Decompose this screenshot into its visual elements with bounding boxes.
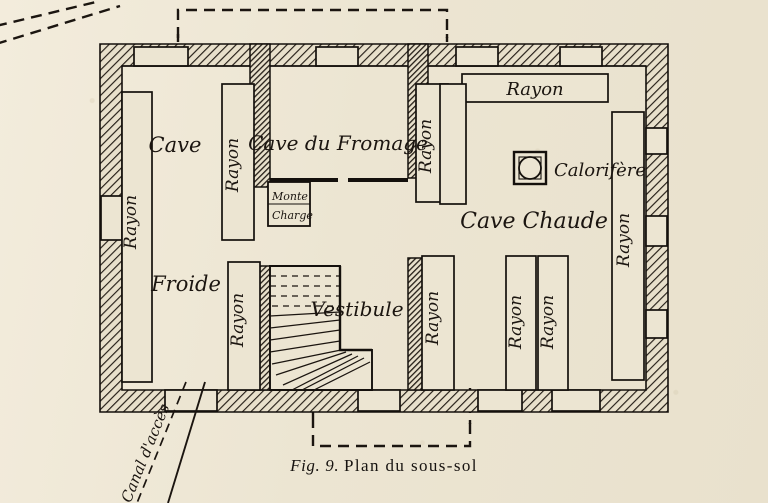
label-rayon-chaude-top: Rayon (505, 79, 563, 100)
opening-right-3 (645, 309, 668, 339)
figure-number: Fig. 9. (290, 456, 340, 475)
label-rayon-island-right: Rayon (538, 295, 558, 350)
figure-caption-text: Plan du sous-sol (344, 456, 478, 475)
opening-right-2 (645, 215, 668, 247)
canal-acces-lines (136, 381, 206, 503)
shelf-froide-right (227, 261, 261, 391)
label-rayon-froide-right: Rayon (228, 293, 248, 348)
label-cave: Cave (149, 133, 202, 157)
opening-top-1 (133, 46, 189, 67)
label-vestibule: Vestibule (310, 297, 403, 321)
shelf-chaude-top (461, 73, 609, 103)
staircase (269, 265, 373, 391)
opening-right-1 (645, 127, 668, 155)
label-cave-du-fromage: Cave du Fromage (248, 131, 428, 155)
figure-caption: Fig. 9. Plan du sous-sol (0, 456, 768, 476)
top-projection-outline (176, 8, 449, 38)
shelf-vestibule-right (421, 255, 455, 391)
monte-charge (267, 181, 311, 227)
roof-edge-dashed-2 (0, 4, 121, 45)
label-monte-charge-line1: Monte (271, 190, 308, 203)
opening-top-4 (559, 46, 603, 67)
shelf-chaude-island-left (505, 255, 537, 391)
stove-square-circle-icon (512, 150, 548, 186)
shelf-left-outer (121, 91, 153, 383)
room-outlines (122, 65, 646, 182)
bottom-projection-outline (311, 417, 472, 448)
label-rayon-fromage-right: Rayon (416, 119, 436, 174)
shelf-right-outer (611, 111, 645, 381)
label-rayon-right-outer: Rayon (614, 213, 634, 268)
opening-top-3 (455, 46, 499, 67)
label-rayon-cave-right: Rayon (223, 138, 243, 193)
opening-left-1 (100, 195, 123, 241)
label-canal-acces: Canal d'accès (117, 401, 173, 503)
canal-edge-right (167, 381, 206, 503)
shelf-cave-right (221, 83, 255, 241)
roof-edge-dashed-1 (0, 0, 97, 27)
canal-edge-left (136, 381, 187, 503)
opening-bottom-4 (551, 389, 601, 412)
opening-top-2 (315, 46, 359, 67)
plan-labels: Cave Froide Cave du Fromage Cave Chaude … (117, 79, 646, 503)
label-monte-charge-line2: Charge (272, 209, 313, 222)
shelving-units (121, 73, 645, 391)
opening-bottom-2 (357, 389, 401, 412)
label-froide: Froide (150, 272, 221, 296)
shelf-chaude-left-outer (439, 83, 467, 205)
opening-bottom-3 (477, 389, 523, 412)
opening-bottom-1 (164, 389, 218, 412)
label-rayon-left-outer: Rayon (121, 195, 141, 250)
shelf-chaude-island-right (537, 255, 569, 391)
label-cave-chaude: Cave Chaude (460, 209, 608, 234)
label-rayon-vestibule-right: Rayon (423, 291, 443, 346)
label-rayon-island-left: Rayon (506, 295, 526, 350)
label-calorifere: Calorifère (554, 160, 646, 181)
